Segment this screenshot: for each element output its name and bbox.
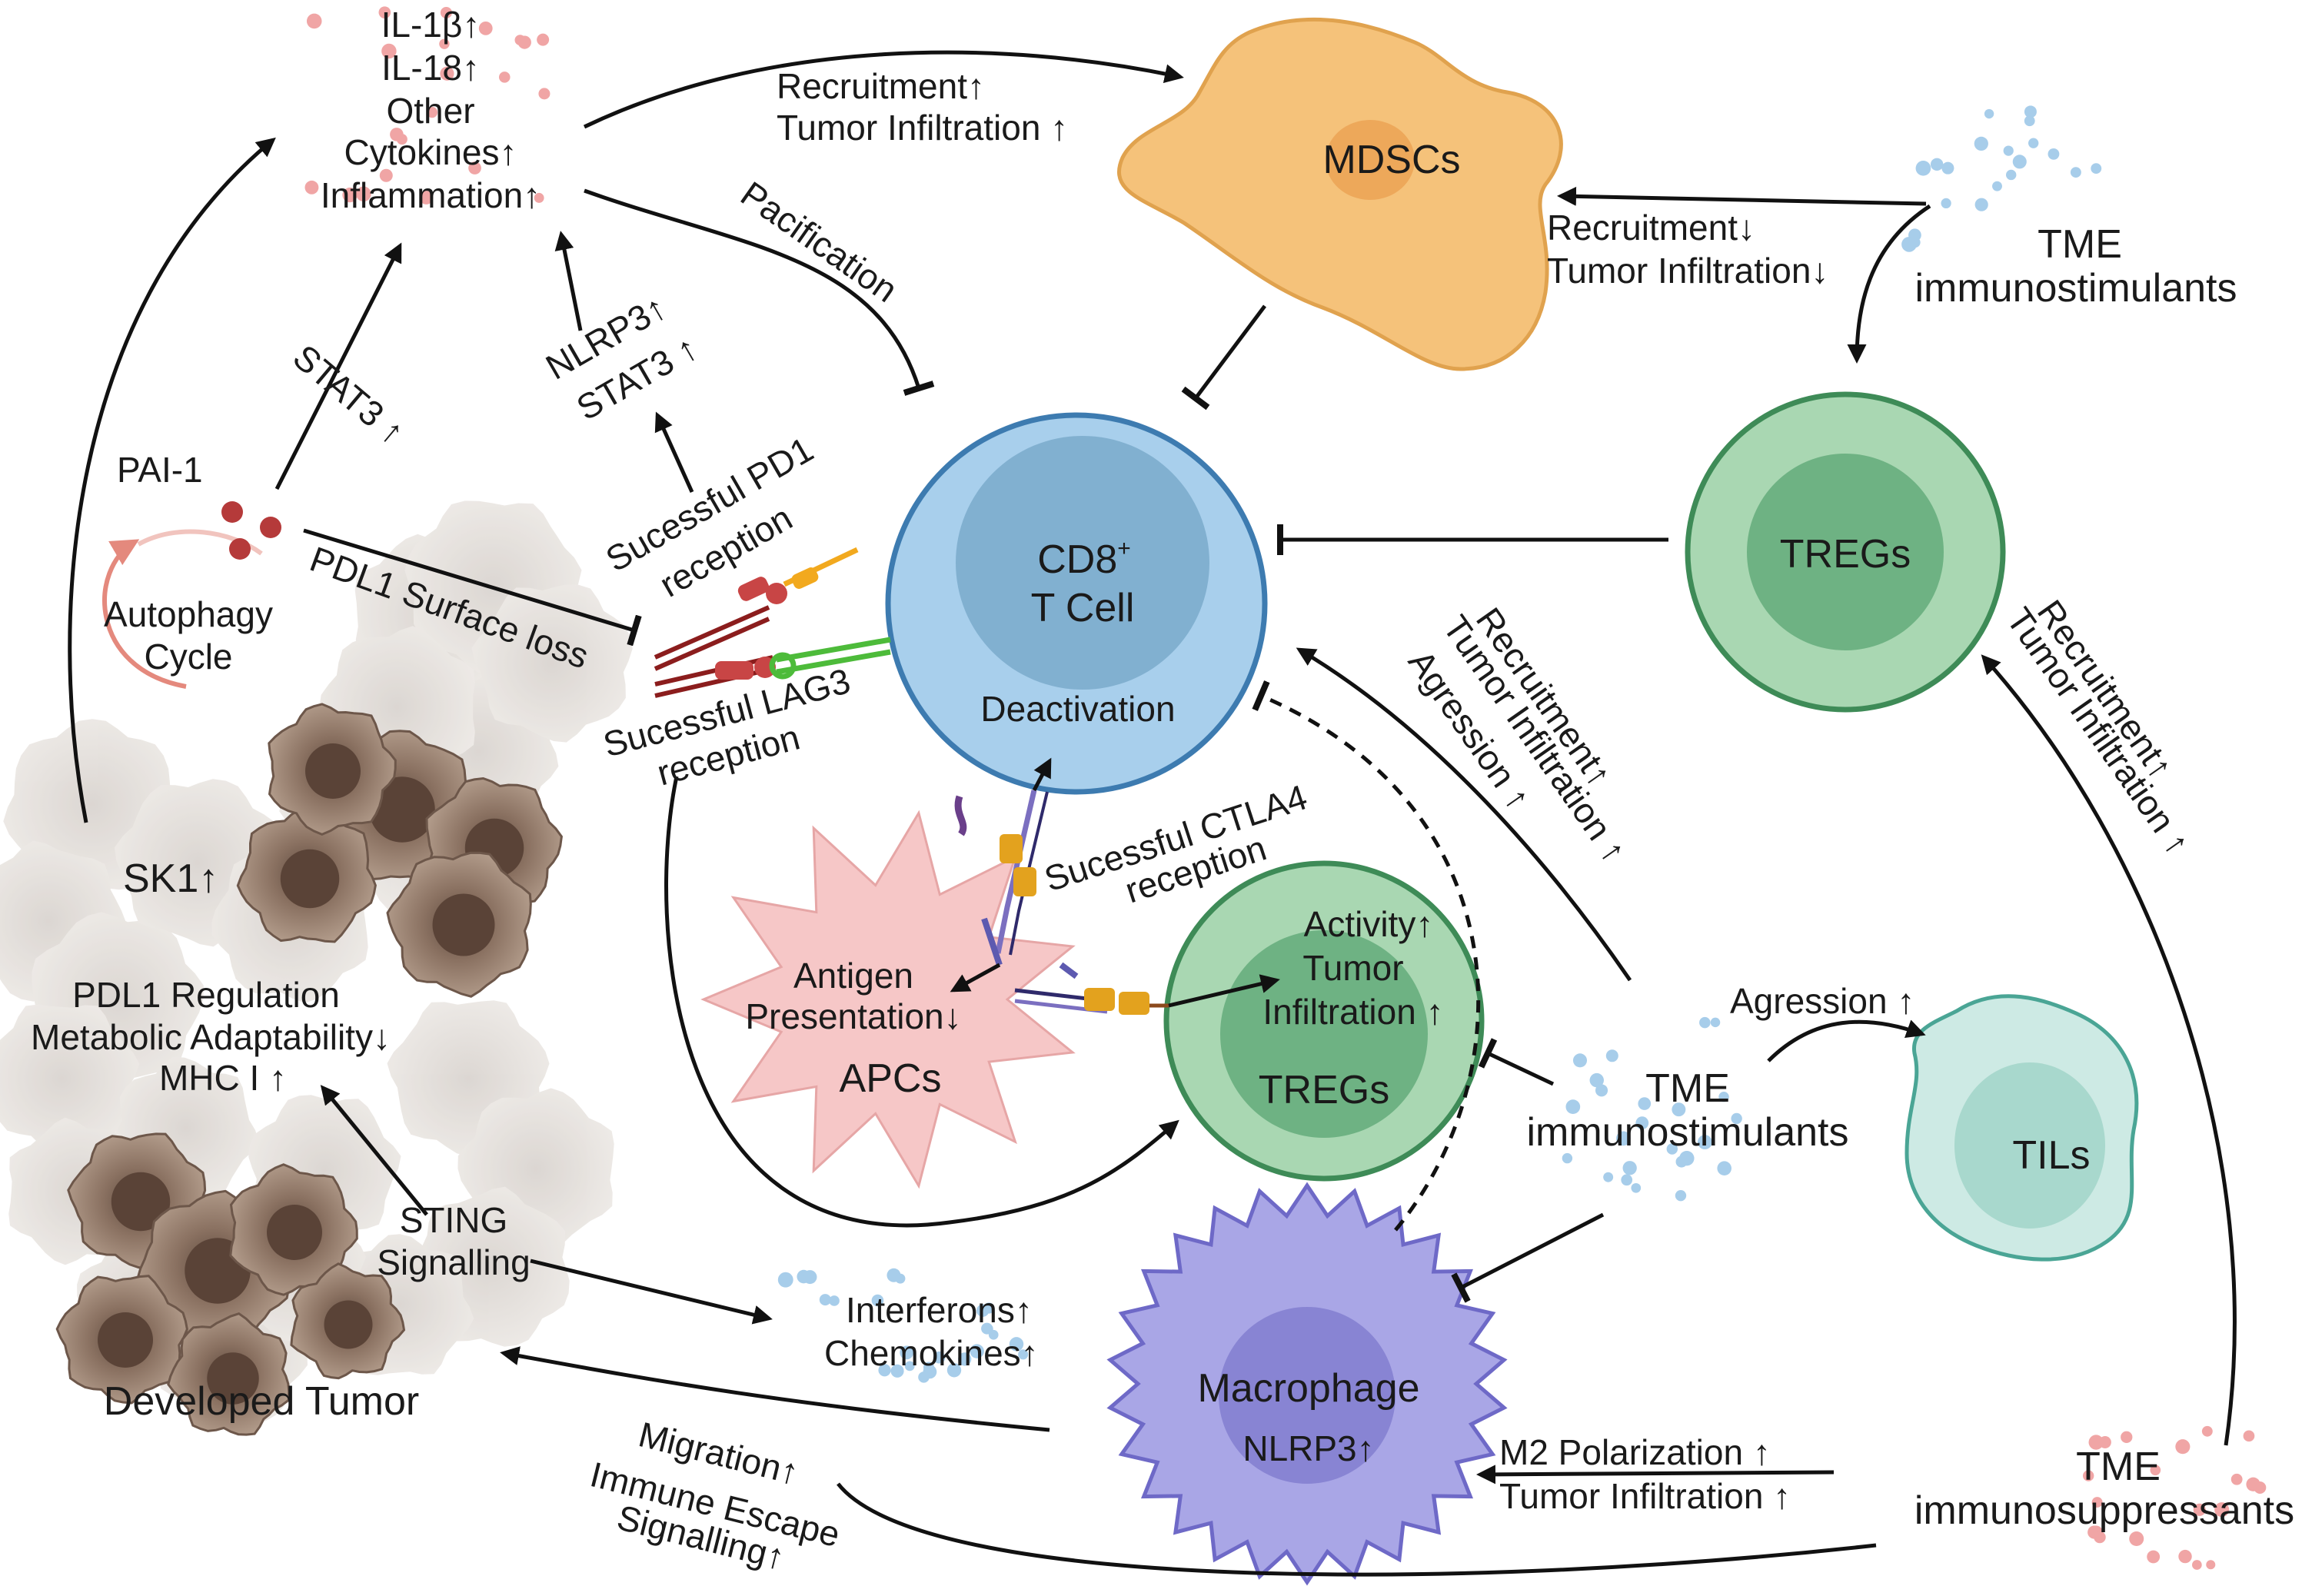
recruit-top-1: Recruitment↑: [777, 66, 985, 106]
tme-supp-1: TME: [2076, 1445, 2161, 1489]
interaction-arrows: [68, 50, 2237, 1577]
tumor-ghost-cell: [471, 584, 633, 743]
mdsc-cell: MDSCs: [1117, 17, 1563, 371]
recruit-top-2: Tumor Infiltration ↑: [777, 108, 1068, 148]
recruit-mdsc-1: Recruitment↓: [1547, 208, 1755, 248]
agression-tils-label: Agression ↑: [1730, 981, 1914, 1021]
tme-stim-mid-2: immunostimulants: [1526, 1110, 1848, 1155]
til-cell: TILs: [1904, 994, 2139, 1262]
pdl1-regulation-label: PDL1 Regulation: [72, 975, 340, 1015]
mdsc-label: MDSCs: [1322, 138, 1460, 182]
mhc-label: MHC I ↑: [159, 1058, 287, 1098]
activity-label-1: Activity↑: [1304, 904, 1434, 944]
other-label: Other: [386, 91, 474, 131]
il18-label: IL-18↑: [381, 48, 480, 88]
chemokines-label: Chemokines↑: [824, 1333, 1039, 1373]
activity-label-3: Infiltration ↑: [1262, 992, 1443, 1032]
macrophage-cell: Macrophage NLRP3↑: [1106, 1182, 1508, 1586]
tme-stim-top-2: immunostimulants: [1914, 266, 2237, 311]
treg-center-label: TREGs: [1259, 1068, 1389, 1112]
cytokines-label: Cytokines↑: [344, 132, 517, 172]
developed-tumor-mass: [0, 500, 633, 1436]
developed-tumor-label: Developed Tumor: [104, 1379, 419, 1424]
antigen-label-2: Presentation↓: [745, 996, 961, 1036]
recruit-mdsc-2: Tumor Infiltration↓: [1547, 251, 1828, 291]
apc-label: APCs: [840, 1056, 942, 1101]
m2-label-1: M2 Polarization ↑: [1499, 1432, 1771, 1472]
pacification-label: Pacification: [734, 174, 905, 311]
tme-supp-2: immunosuppressants: [1914, 1488, 2294, 1533]
macrophage-label: Macrophage: [1197, 1366, 1419, 1411]
signal-molecule-dots: [304, 6, 2267, 1570]
inflammation-label: Inflammation↑: [321, 175, 541, 215]
apc-cell: APCs: [700, 810, 1076, 1189]
sting-label-1: STING: [400, 1200, 508, 1240]
sk1-label: SK1↑: [123, 856, 218, 901]
deactivation-label: Deactivation: [980, 689, 1175, 729]
metabolic-label: Metabolic Adaptability↓: [31, 1017, 391, 1057]
tme-stim-top-1: TME: [2038, 222, 2122, 267]
interferons-label: Interferons↑: [846, 1290, 1033, 1330]
tme-stim-mid-1: TME: [1645, 1066, 1730, 1111]
activity-label-2: Tumor: [1302, 948, 1403, 988]
til-label: TILs: [2012, 1133, 2090, 1178]
treg-cell-right: TREGs: [1685, 391, 2006, 713]
tumor-ghost-cell: [0, 1004, 140, 1153]
sting-label-2: Signalling: [377, 1242, 530, 1282]
cd8-label: CD8+: [1037, 536, 1131, 582]
cd8-t-cell: CD8+ T Cell Deactivation: [885, 412, 1268, 795]
il1b-label: IL-1β↑: [381, 5, 481, 45]
m2-label-2: Tumor Infiltration ↑: [1499, 1476, 1791, 1516]
receptor-complexes: [654, 547, 1169, 1015]
pai1-molecules: [221, 501, 281, 560]
autophagy-label-1: Autophagy: [104, 594, 273, 634]
t-cell-label: T Cell: [1031, 586, 1135, 630]
macrophage-nlrp3-label: NLRP3↑: [1242, 1428, 1374, 1468]
treg-right-label: TREGs: [1780, 532, 1911, 577]
autophagy-label-2: Cycle: [144, 637, 232, 677]
antigen-label-1: Antigen: [793, 956, 913, 996]
pai1-label: PAI-1: [117, 450, 203, 490]
